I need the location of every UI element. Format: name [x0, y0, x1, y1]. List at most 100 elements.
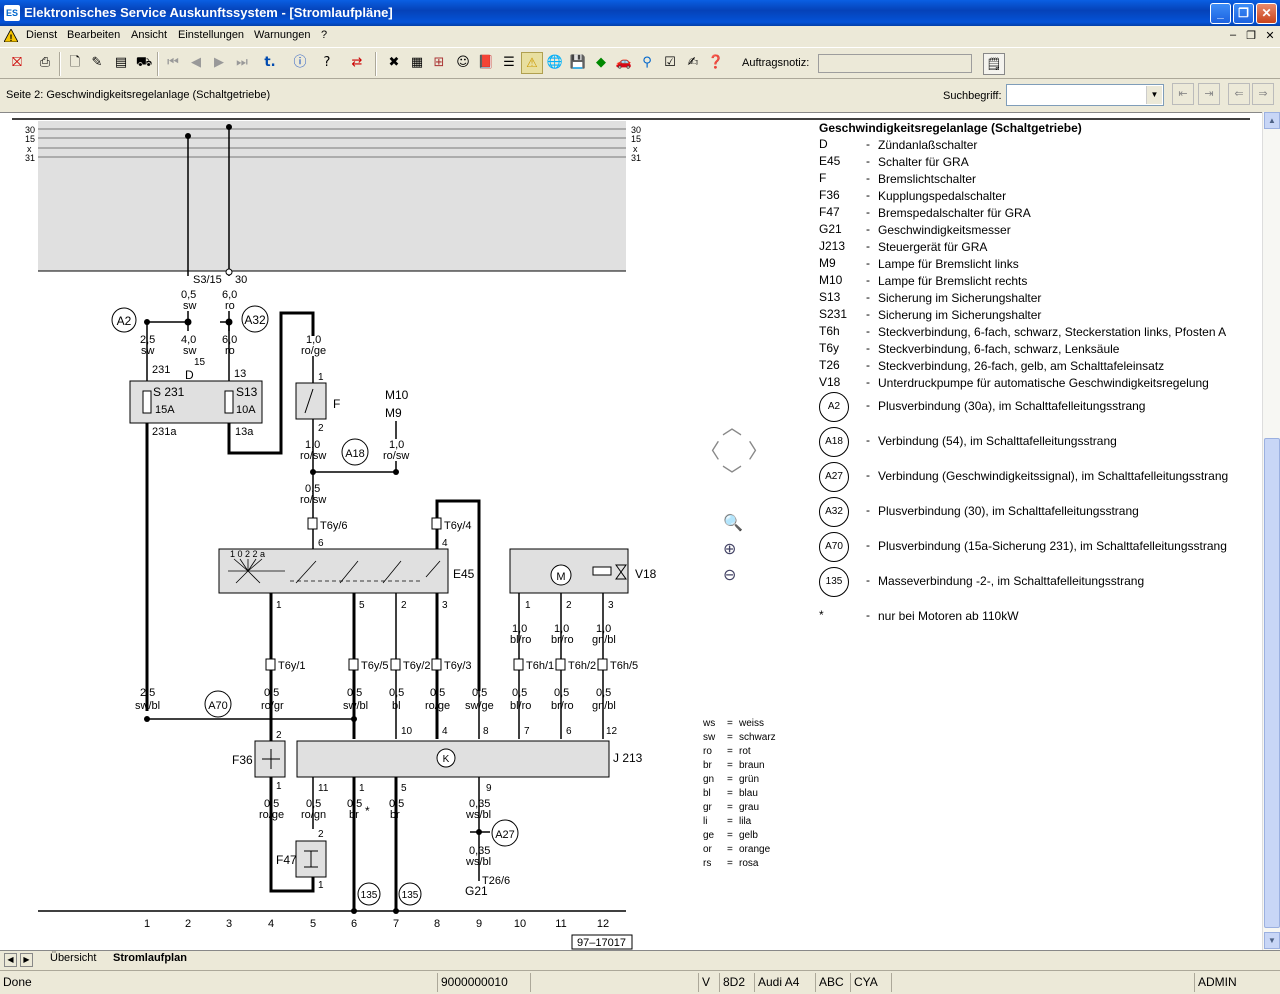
search-next-button[interactable]: ⇥ — [1198, 83, 1220, 105]
legend-text: Kupplungspedalschalter — [878, 189, 1007, 203]
vehicle-icon[interactable]: ⛟ — [135, 55, 153, 70]
legend-item: T26-Steckverbindung, 26-fach, gelb, am S… — [819, 358, 1259, 375]
menu-einstellungen[interactable]: Einstellungen — [178, 29, 245, 41]
menu-warnungen[interactable]: Warnungen — [254, 29, 311, 41]
minimize-button[interactable]: _ — [1210, 3, 1231, 24]
calculator-icon[interactable]: ▦ — [410, 55, 424, 70]
tab-bar: ◀ ▶ Übersicht Stromlaufplan — [0, 950, 1280, 969]
status-text: Done — [3, 975, 32, 989]
page-forward-button[interactable]: ⇒ — [1252, 83, 1274, 105]
svg-text:1: 1 — [144, 918, 150, 930]
checklist-icon[interactable]: ☑ — [664, 55, 676, 70]
auftrag-input[interactable] — [818, 54, 972, 73]
jump-icon[interactable]: t. — [264, 55, 276, 70]
prev-page-icon[interactable]: ◀ — [191, 55, 201, 70]
s315-label: S3/15 — [193, 274, 222, 286]
vertical-scrollbar[interactable]: ▲ ▼ — [1262, 112, 1280, 950]
legend-dash: - — [866, 273, 870, 287]
swap-icon[interactable]: ⇄ — [351, 55, 363, 70]
info-icon[interactable]: ⓘ — [293, 55, 307, 70]
search-input[interactable]: ▼ — [1006, 84, 1164, 106]
tools-icon[interactable]: ✖ — [388, 55, 400, 70]
zoom-out-icon[interactable]: ⊖ — [723, 565, 737, 584]
auftrag-notes-button[interactable]: 🗒 — [983, 53, 1005, 75]
legend-item: T6h-Steckverbindung, 6-fach, schwarz, St… — [819, 324, 1259, 341]
svg-text:4: 4 — [442, 726, 448, 737]
svg-text:15: 15 — [194, 357, 206, 368]
legend-text: Plusverbindung (15a-Sicherung 231), im S… — [878, 539, 1227, 553]
zoom-in-icon[interactable]: ⊕ — [723, 539, 737, 558]
tab-next-icon[interactable]: ▶ — [20, 953, 33, 967]
list-icon[interactable]: ☰ — [503, 55, 515, 70]
warning-toggle-icon[interactable]: ⚠ — [521, 52, 543, 74]
book-icon[interactable]: 📕 — [477, 55, 495, 70]
scroll-up-icon[interactable]: ▲ — [1264, 112, 1280, 129]
doc-help-icon[interactable]: ❓ — [707, 55, 725, 70]
svg-text:sw: sw — [183, 300, 197, 312]
edit-document-icon[interactable]: ✎ — [91, 55, 103, 70]
svg-text:T6h/2: T6h/2 — [568, 660, 596, 672]
status-cya: CYA — [850, 973, 890, 992]
first-page-icon[interactable]: ⏮ — [167, 55, 179, 70]
color-name: schwarz — [739, 732, 776, 743]
color-key-row: ws=weiss — [703, 717, 776, 731]
exit-icon[interactable]: ⛝ — [12, 55, 22, 70]
edit-icon[interactable]: ✍ — [687, 55, 699, 70]
print-icon[interactable]: ⎙ — [39, 55, 51, 70]
color-abbrev: gr — [703, 802, 712, 813]
page-back-button[interactable]: ⇐ — [1228, 83, 1250, 105]
globe-icon[interactable]: 🌐 — [546, 55, 564, 70]
pan-down-icon[interactable]: ﹀ — [722, 463, 742, 487]
person-icon[interactable]: ☺ — [456, 55, 470, 70]
last-page-icon[interactable]: ⏭ — [236, 55, 248, 70]
disk-icon[interactable]: 💾 — [569, 55, 587, 70]
menu-help[interactable]: ? — [321, 29, 328, 41]
mdi-close-button[interactable]: ✕ — [1265, 30, 1275, 42]
help-icon[interactable]: ? — [323, 55, 331, 70]
legend-item: E45-Schalter für GRA — [819, 154, 1259, 171]
pan-left-icon[interactable]: 〈 — [700, 439, 720, 463]
connection-circle: A27 — [819, 462, 849, 492]
legend-text: Plusverbindung (30), im Schalttafelleitu… — [878, 504, 1139, 518]
svg-text:*: * — [365, 804, 370, 818]
color-abbrev: br — [703, 760, 712, 771]
legend-dash: - — [866, 324, 870, 338]
next-page-icon[interactable]: ▶ — [214, 55, 224, 70]
svg-text:ro/ge: ro/ge — [425, 700, 450, 712]
legend-text: Unterdruckpumpe für automatische Geschwi… — [878, 376, 1209, 390]
svg-text:5: 5 — [310, 918, 316, 930]
mdi-minimize-button[interactable]: – — [1229, 29, 1237, 41]
e45-label: E45 — [453, 567, 475, 581]
close-button[interactable]: ✕ — [1256, 3, 1277, 24]
mdi-restore-button[interactable]: ❐ — [1246, 30, 1256, 42]
legend-text: Sicherung im Sicherungshalter — [878, 308, 1042, 322]
menu-bearbeiten[interactable]: Bearbeiten — [67, 29, 121, 41]
svg-text:1,0: 1,0 — [596, 623, 611, 635]
tab-uebersicht[interactable]: Übersicht — [50, 952, 97, 964]
scroll-down-icon[interactable]: ▼ — [1264, 932, 1280, 949]
pan-right-icon[interactable]: 〉 — [748, 439, 768, 463]
menu-ansicht[interactable]: Ansicht — [131, 29, 168, 41]
tab-prev-icon[interactable]: ◀ — [4, 953, 17, 967]
title-bar: ES Elektronisches Service Auskunftssyste… — [0, 0, 1280, 26]
module-icon[interactable]: ⊞ — [433, 55, 445, 70]
scroll-thumb[interactable] — [1264, 438, 1280, 928]
svg-text:8: 8 — [483, 726, 489, 737]
search-prev-button[interactable]: ⇤ — [1172, 83, 1194, 105]
zoom-fit-icon[interactable]: 🔍 — [723, 513, 743, 532]
pan-up-icon[interactable]: ︿ — [722, 415, 742, 439]
search-person-icon[interactable]: ⚲ — [642, 55, 652, 70]
green-book-icon[interactable]: ◆ — [596, 55, 606, 70]
svg-text:9: 9 — [486, 783, 492, 794]
chevron-down-icon[interactable]: ▼ — [1146, 86, 1162, 104]
car-red-icon[interactable]: 🚗 — [615, 55, 633, 70]
maximize-button[interactable]: ❐ — [1233, 3, 1254, 24]
svg-text:9: 9 — [476, 918, 482, 930]
color-abbrev: or — [703, 844, 712, 855]
notes-icon[interactable]: ▤ — [114, 55, 128, 70]
new-document-icon[interactable]: 🗋 — [69, 55, 81, 70]
j213-label: J 213 — [613, 751, 643, 765]
color-equals: = — [727, 788, 733, 799]
tab-stromlaufplan[interactable]: Stromlaufplan — [113, 952, 187, 964]
menu-dienst[interactable]: Dienst — [26, 29, 58, 41]
